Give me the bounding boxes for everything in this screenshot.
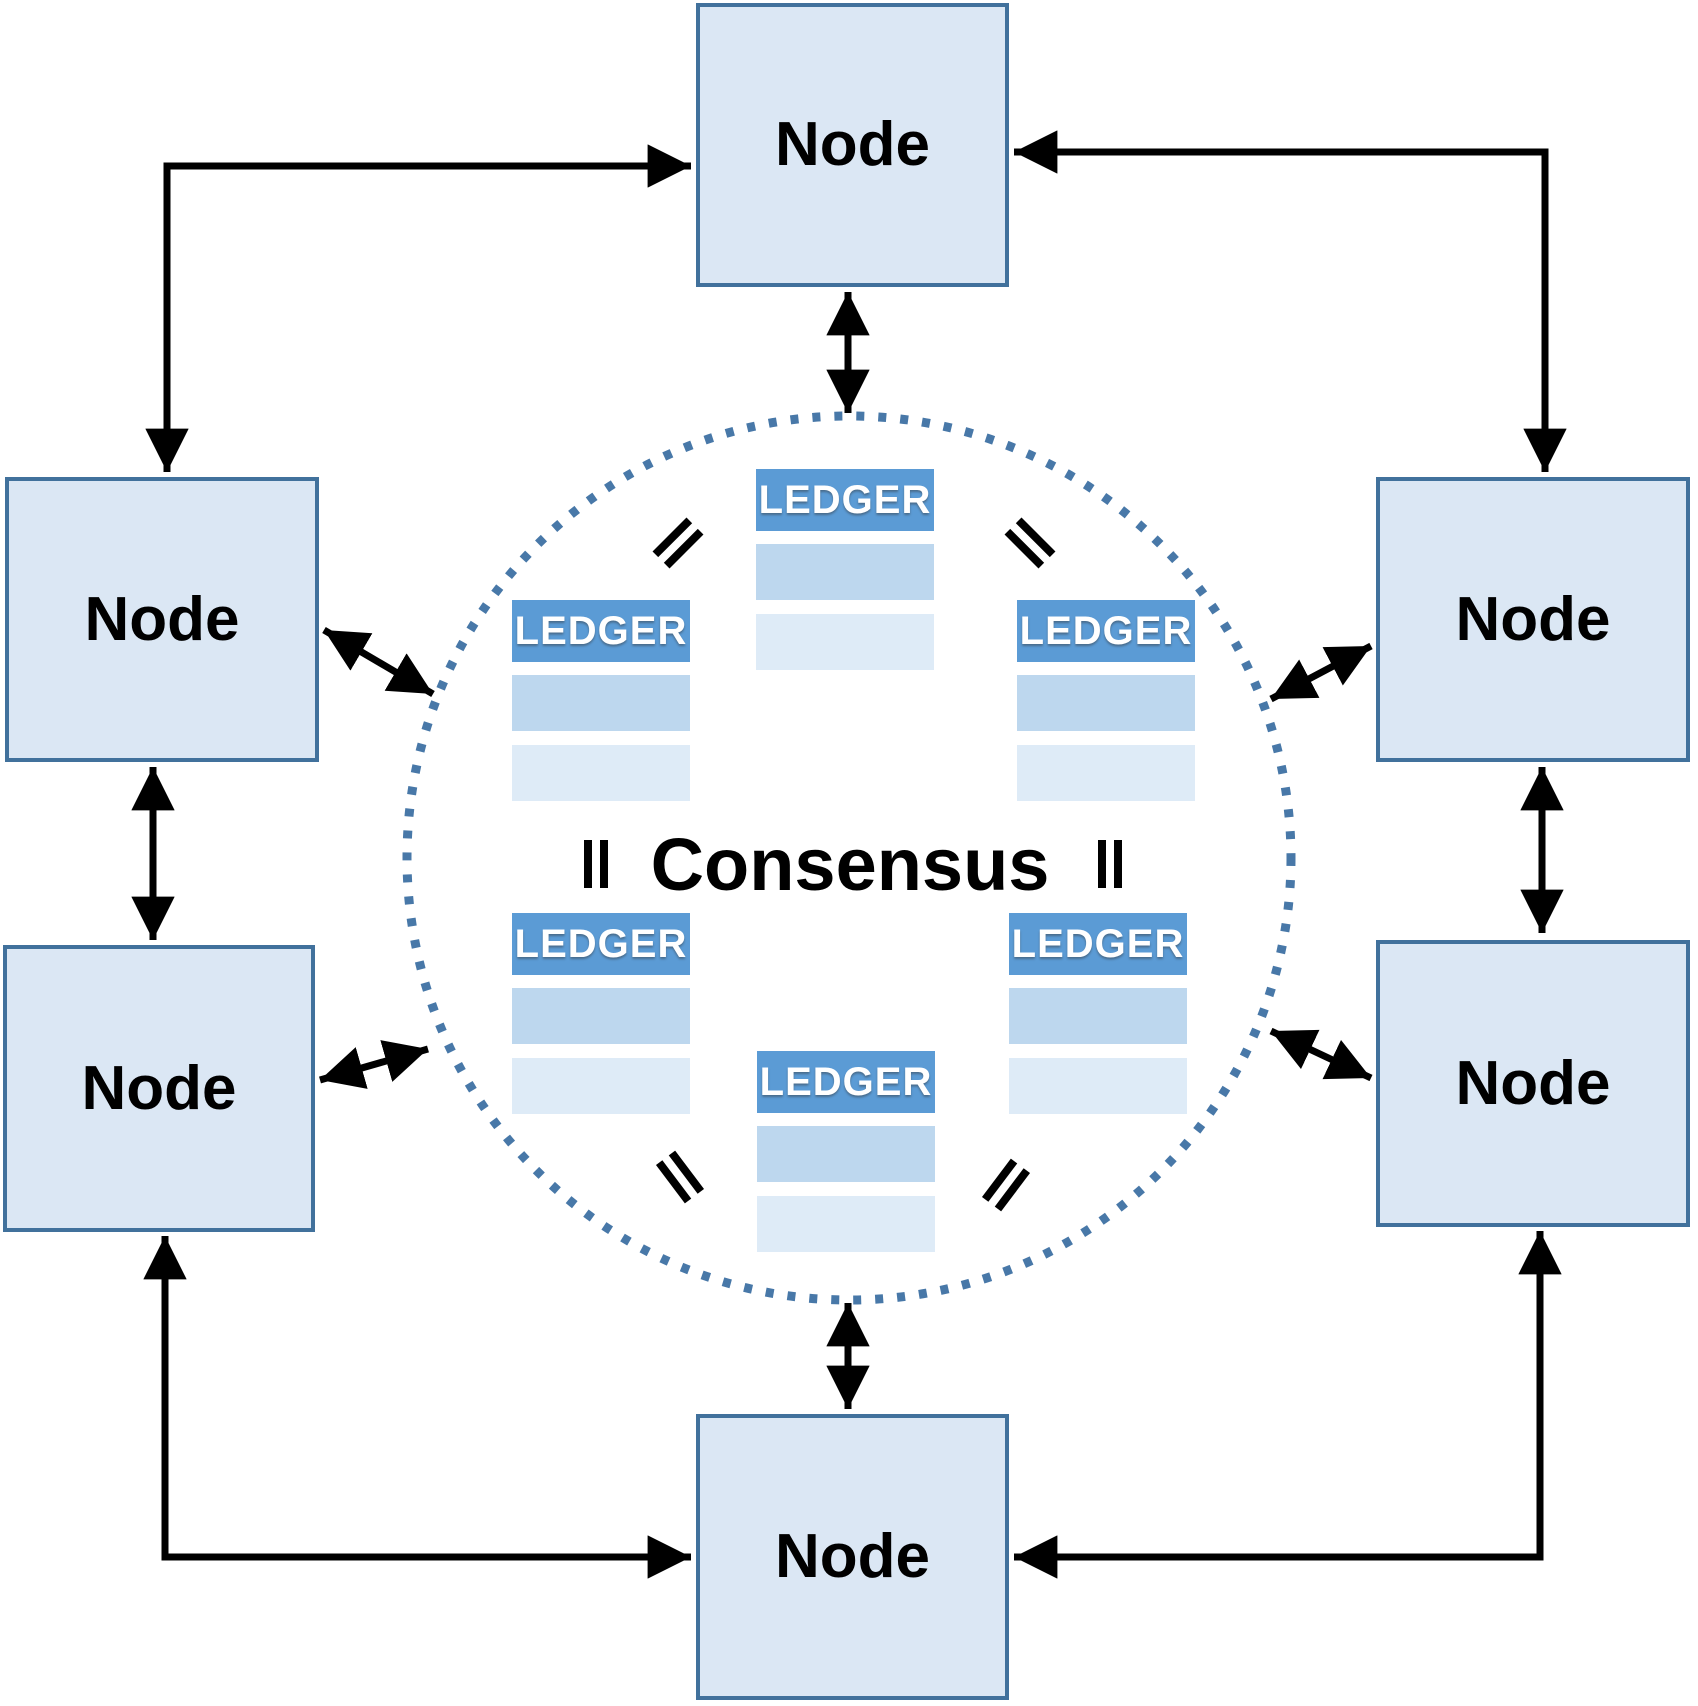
ledger-table-right-upper: LEDGER	[1017, 600, 1195, 801]
ledger-row	[512, 1058, 690, 1114]
arrow-leftupper-diagonal	[322, 626, 435, 698]
ledger-table-top-center: LEDGER	[756, 469, 934, 670]
arrow-bottomleft-corner	[143, 1236, 691, 1579]
ledger-row	[1017, 675, 1195, 731]
arrow-topright-corner	[1014, 130, 1567, 472]
node-label: Node	[775, 110, 930, 179]
node-box-right-lower: Node	[1376, 940, 1690, 1227]
node-label: Node	[775, 1522, 930, 1591]
ledger-header: LEDGER	[512, 913, 690, 975]
ledger-table-left-upper: LEDGER	[512, 600, 690, 801]
arrow-bottomright-corner	[1014, 1231, 1562, 1579]
arrow-rightlower-diagonal	[1269, 1027, 1373, 1082]
ledger-row	[1009, 988, 1187, 1044]
equals-mark-mid-left	[584, 840, 608, 888]
node-label: Node	[1455, 584, 1611, 654]
ledger-row	[512, 675, 690, 731]
arrow-topleft-corner	[145, 144, 691, 472]
ledger-row	[757, 1126, 935, 1182]
ledger-row	[756, 614, 934, 670]
ledger-table-bottom-center: LEDGER	[757, 1051, 935, 1252]
equals-bar	[1098, 840, 1106, 888]
ledger-header: LEDGER	[1017, 600, 1195, 662]
node-box-top: Node	[696, 3, 1009, 287]
ledger-row	[1017, 745, 1195, 801]
consensus-boundary-dotted-circle	[402, 411, 1296, 1305]
arrow-rightupper-diagonal	[1269, 642, 1373, 703]
ledger-table-right-lower: LEDGER	[1009, 913, 1187, 1114]
node-box-left-upper: Node	[5, 477, 319, 762]
ledger-row	[512, 745, 690, 801]
node-box-bottom: Node	[696, 1414, 1009, 1700]
equals-mark-mid-right	[1098, 840, 1122, 888]
ledger-table-left-lower: LEDGER	[512, 913, 690, 1114]
node-label: Node	[84, 584, 240, 654]
ledger-row	[757, 1196, 935, 1252]
ledger-header: LEDGER	[1009, 913, 1187, 975]
consensus-label: Consensus	[650, 823, 1050, 906]
equals-bar	[600, 840, 608, 888]
node-label: Node	[1455, 1048, 1611, 1118]
node-label: Node	[81, 1053, 237, 1123]
ledger-header: LEDGER	[756, 469, 934, 531]
ledger-row	[1009, 1058, 1187, 1114]
equals-bar	[1114, 840, 1122, 888]
arrow-leftlower-diagonal	[319, 1040, 429, 1089]
ledger-row	[756, 544, 934, 600]
ledger-header: LEDGER	[757, 1051, 935, 1113]
node-box-right-upper: Node	[1376, 477, 1690, 762]
ledger-row	[512, 988, 690, 1044]
equals-bar	[584, 840, 592, 888]
ledger-header: LEDGER	[512, 600, 690, 662]
node-box-left-lower: Node	[3, 945, 315, 1232]
